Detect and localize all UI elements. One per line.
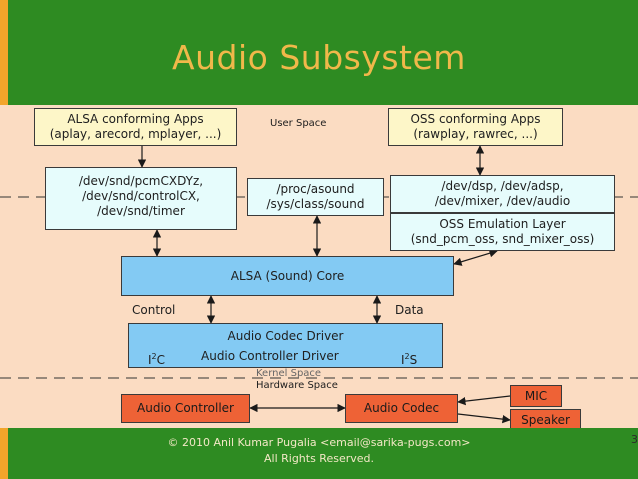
alsa-device-timer: /dev/snd/timer	[97, 204, 185, 218]
audio-codec-text: Audio Codec	[363, 401, 440, 415]
accent-stripe	[0, 0, 8, 105]
alsa-apps-box: ALSA conforming Apps (aplay, arecord, mp…	[34, 108, 237, 146]
alsa-device-pcm: /dev/snd/pcmCXDYz,	[78, 174, 204, 188]
alsa-device-nodes-box: /dev/snd/pcmCXDYz, /dev/snd/controlCX, /…	[45, 167, 237, 230]
mic-text: MIC	[524, 389, 548, 403]
alsa-device-control: /dev/snd/controlCX,	[82, 189, 200, 203]
footer-accent-stripe	[0, 428, 8, 479]
footer-band	[0, 428, 638, 479]
mic-box: MIC	[510, 385, 562, 407]
arrow-codec-to-speaker	[457, 413, 511, 424]
arrow-oss-emulation-to-core	[453, 249, 498, 266]
oss-apps-box: OSS conforming Apps (rawplay, rawrec, ..…	[388, 108, 563, 146]
oss-emulation-box: OSS Emulation Layer (snd_pcm_oss, snd_mi…	[390, 213, 615, 251]
audio-controller-box: Audio Controller	[121, 394, 250, 423]
controller-driver-text: Audio Controller Driver	[201, 349, 339, 363]
title-band	[0, 0, 638, 105]
oss-device-mixer: /dev/mixer, /dev/audio	[434, 194, 571, 208]
codec-driver-text: Audio Codec Driver	[227, 329, 344, 343]
control-label: Control	[132, 303, 176, 317]
hardware-space-label: Hardware Space	[256, 380, 338, 391]
alsa-core-text: ALSA (Sound) Core	[230, 269, 345, 283]
arrow-mic-to-codec	[457, 395, 511, 406]
oss-emulation-title: OSS Emulation Layer	[439, 217, 566, 231]
kernel-space-label: Kernel Space	[256, 368, 322, 379]
alsa-apps-title: ALSA conforming Apps	[67, 112, 204, 126]
sys-class-sound-text: /sys/class/sound	[266, 197, 365, 211]
speaker-text: Speaker	[521, 413, 570, 427]
proc-sysfs-box: /proc/asound /sys/class/sound	[247, 178, 384, 216]
user-space-label: User Space	[270, 118, 327, 129]
copyright-line: © 2010 Anil Kumar Pugalia <email@sarika-…	[167, 436, 471, 449]
audio-controller-text: Audio Controller	[137, 401, 234, 415]
data-label: Data	[395, 303, 424, 317]
oss-apps-examples: (rawplay, rawrec, ...)	[413, 127, 538, 141]
oss-apps-title: OSS conforming Apps	[410, 112, 541, 126]
alsa-core-box: ALSA (Sound) Core	[121, 256, 454, 296]
slide-title: Audio Subsystem	[172, 38, 466, 77]
i2c-text: I2C	[148, 352, 166, 367]
i2s-text: I2S	[401, 352, 418, 367]
page-number: 3	[631, 433, 638, 446]
alsa-apps-examples: (aplay, arecord, mplayer, ...)	[49, 127, 222, 141]
audio-codec-box: Audio Codec	[345, 394, 458, 423]
proc-asound-text: /proc/asound	[276, 182, 355, 196]
rights-line: All Rights Reserved.	[263, 452, 375, 465]
oss-emulation-modules: (snd_pcm_oss, snd_mixer_oss)	[410, 232, 595, 246]
oss-device-dsp: /dev/dsp, /dev/adsp,	[441, 179, 564, 193]
oss-device-nodes-box: /dev/dsp, /dev/adsp, /dev/mixer, /dev/au…	[390, 175, 615, 213]
codec-driver-box: Audio Codec Driver I2C Audio Controller …	[128, 323, 443, 368]
speaker-box: Speaker	[510, 409, 581, 431]
